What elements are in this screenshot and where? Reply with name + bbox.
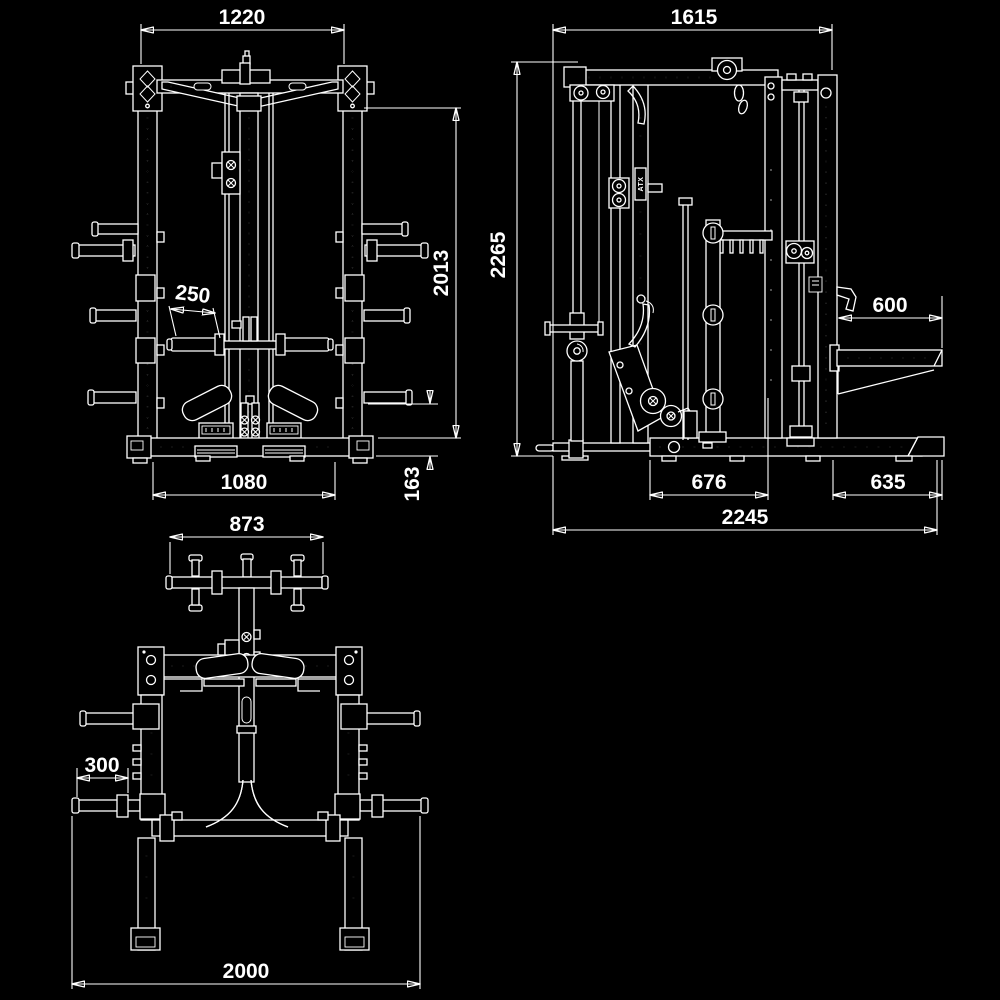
side-view: ATX xyxy=(535,57,945,462)
dim-front-base-width: 1080 xyxy=(221,471,268,494)
dim-side-storage-arm: 600 xyxy=(872,294,907,317)
dimension-annotations: 1220 2013 163 1080 250 1615 2265 600 676… xyxy=(72,6,942,989)
dim-side-height: 2265 xyxy=(487,231,510,278)
dim-front-base-height: 163 xyxy=(401,466,424,501)
top-view xyxy=(71,553,429,951)
dim-side-overall-depth: 2245 xyxy=(722,506,769,529)
front-view xyxy=(71,50,429,464)
dim-side-rear-extension: 635 xyxy=(870,471,905,494)
dim-side-base-front-span: 676 xyxy=(691,471,726,494)
dim-top-horn-length: 300 xyxy=(84,754,119,777)
brand-logo: ATX xyxy=(638,177,645,192)
dim-front-top-width: 1220 xyxy=(219,6,266,29)
dim-side-top-depth: 1615 xyxy=(671,6,718,29)
dim-front-height: 2013 xyxy=(430,250,453,297)
dim-front-handle-width: 250 xyxy=(174,281,212,308)
dim-top-overall-width: 2000 xyxy=(223,960,270,983)
dim-top-handlebar-width: 873 xyxy=(229,513,264,536)
